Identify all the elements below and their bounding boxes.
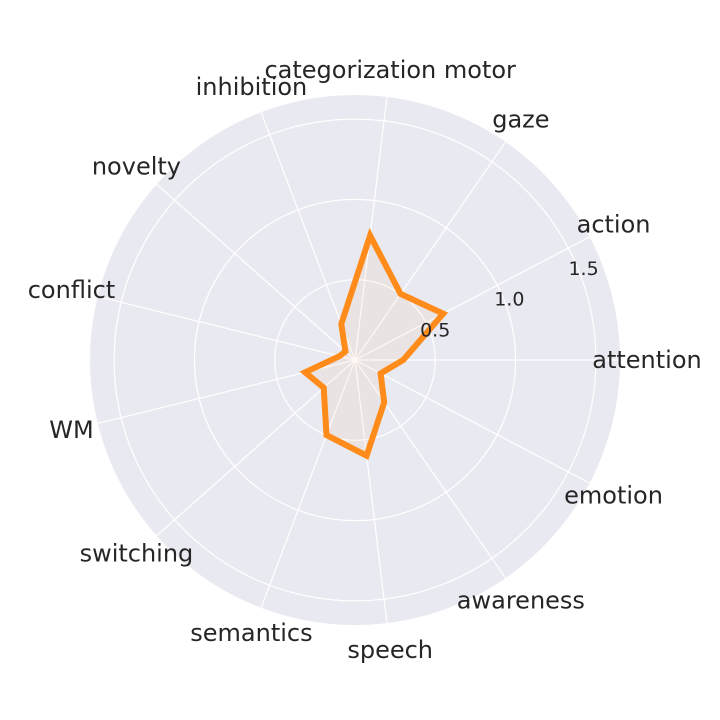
category-label: categorization motor — [264, 56, 516, 84]
category-label: novelty — [92, 152, 181, 180]
category-label: semantics — [190, 619, 312, 647]
series-line-0 — [299, 227, 449, 460]
grid-spoke-12 — [354, 359, 590, 484]
grid-spoke-3 — [354, 96, 388, 361]
category-label: switching — [80, 540, 194, 568]
category-label: conflict — [28, 276, 115, 304]
category-label: awareness — [457, 586, 585, 614]
category-label: WM — [49, 416, 93, 444]
category-label: emotion — [564, 482, 663, 510]
grid-spoke-5 — [156, 183, 356, 361]
radial-tick-label: 1.5 — [568, 258, 598, 280]
category-labels: attention action gaze categorization motori… — [28, 56, 702, 664]
category-label: action — [577, 210, 651, 238]
category-label: attention — [592, 346, 701, 374]
grid-spoke-2 — [354, 141, 507, 361]
grid-spoke-1 — [354, 236, 590, 361]
grid-spoke-6 — [97, 295, 356, 361]
grid-spoke-10 — [354, 359, 388, 624]
category-label: speech — [347, 636, 433, 664]
grid-spoke-4 — [260, 112, 356, 361]
grid-spoke-11 — [354, 359, 507, 579]
radial-tick-labels: 0.5 1.0 1.5 — [420, 258, 599, 341]
series-area-0 — [305, 235, 444, 456]
grid-spoke-9 — [260, 359, 356, 608]
radial-tick-label: 1.0 — [494, 289, 524, 311]
category-label: gaze — [492, 106, 549, 134]
series-layer — [299, 227, 449, 460]
radial-tick-label: 0.5 — [420, 319, 450, 341]
category-label: inhibition — [196, 73, 308, 101]
